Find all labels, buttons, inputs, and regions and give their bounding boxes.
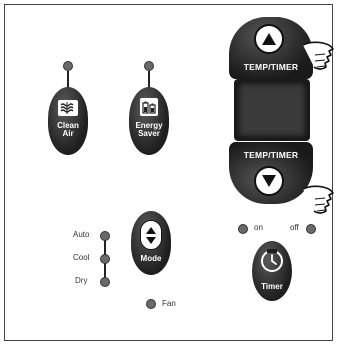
mode-led-cool — [100, 254, 110, 264]
timer-off-led — [306, 224, 316, 234]
energy-saver-label-2: Saver — [138, 129, 160, 138]
clean-air-label-2: Air — [62, 129, 74, 138]
temperature-display — [234, 79, 310, 141]
fan-led — [146, 299, 156, 309]
temp-timer-down-label: TEMP/TIMER — [243, 150, 299, 160]
mode-label: Mode — [140, 254, 162, 263]
pointing-hand-icon — [302, 185, 334, 214]
energy-saver-stem — [148, 71, 150, 89]
mode-led-auto — [100, 231, 110, 241]
clean-air-stem — [67, 71, 69, 89]
clean-air-label-1: Clean — [57, 121, 79, 130]
control-panel: Clean Air Energy Saver TEMP/TIMER — [4, 4, 334, 341]
mode-indicator-label-auto: Auto — [73, 230, 90, 239]
temp-timer-up-button[interactable]: TEMP/TIMER — [229, 17, 313, 79]
down-arrow-icon — [254, 166, 284, 196]
fan-label: Fan — [162, 299, 176, 308]
mode-button[interactable]: Mode — [131, 211, 171, 275]
temp-timer-down-button[interactable]: TEMP/TIMER — [229, 142, 313, 204]
mode-indicator-label-dry: Dry — [75, 276, 88, 285]
battery-icon — [140, 98, 158, 116]
timer-label: Timer — [261, 282, 283, 291]
mode-indicator-label-cool: Cool — [73, 253, 90, 262]
pointing-hand-icon — [302, 41, 334, 70]
clean-air-icon — [58, 100, 78, 116]
temp-timer-up-label: TEMP/TIMER — [243, 62, 299, 72]
mode-led-dry — [100, 277, 110, 287]
energy-saver-led — [144, 61, 154, 71]
up-down-arrows-icon — [140, 220, 162, 250]
energy-saver-label-1: Energy — [135, 121, 163, 130]
energy-saver-button[interactable]: Energy Saver — [129, 87, 169, 155]
timer-on-label: on — [254, 223, 263, 232]
up-arrow-icon — [254, 24, 284, 54]
timer-button[interactable]: Timer — [252, 241, 292, 301]
clean-air-led — [63, 61, 73, 71]
clean-air-button[interactable]: Clean Air — [48, 87, 88, 155]
timer-on-led — [238, 224, 248, 234]
timer-icon — [261, 249, 283, 272]
timer-off-label: off — [290, 223, 299, 232]
